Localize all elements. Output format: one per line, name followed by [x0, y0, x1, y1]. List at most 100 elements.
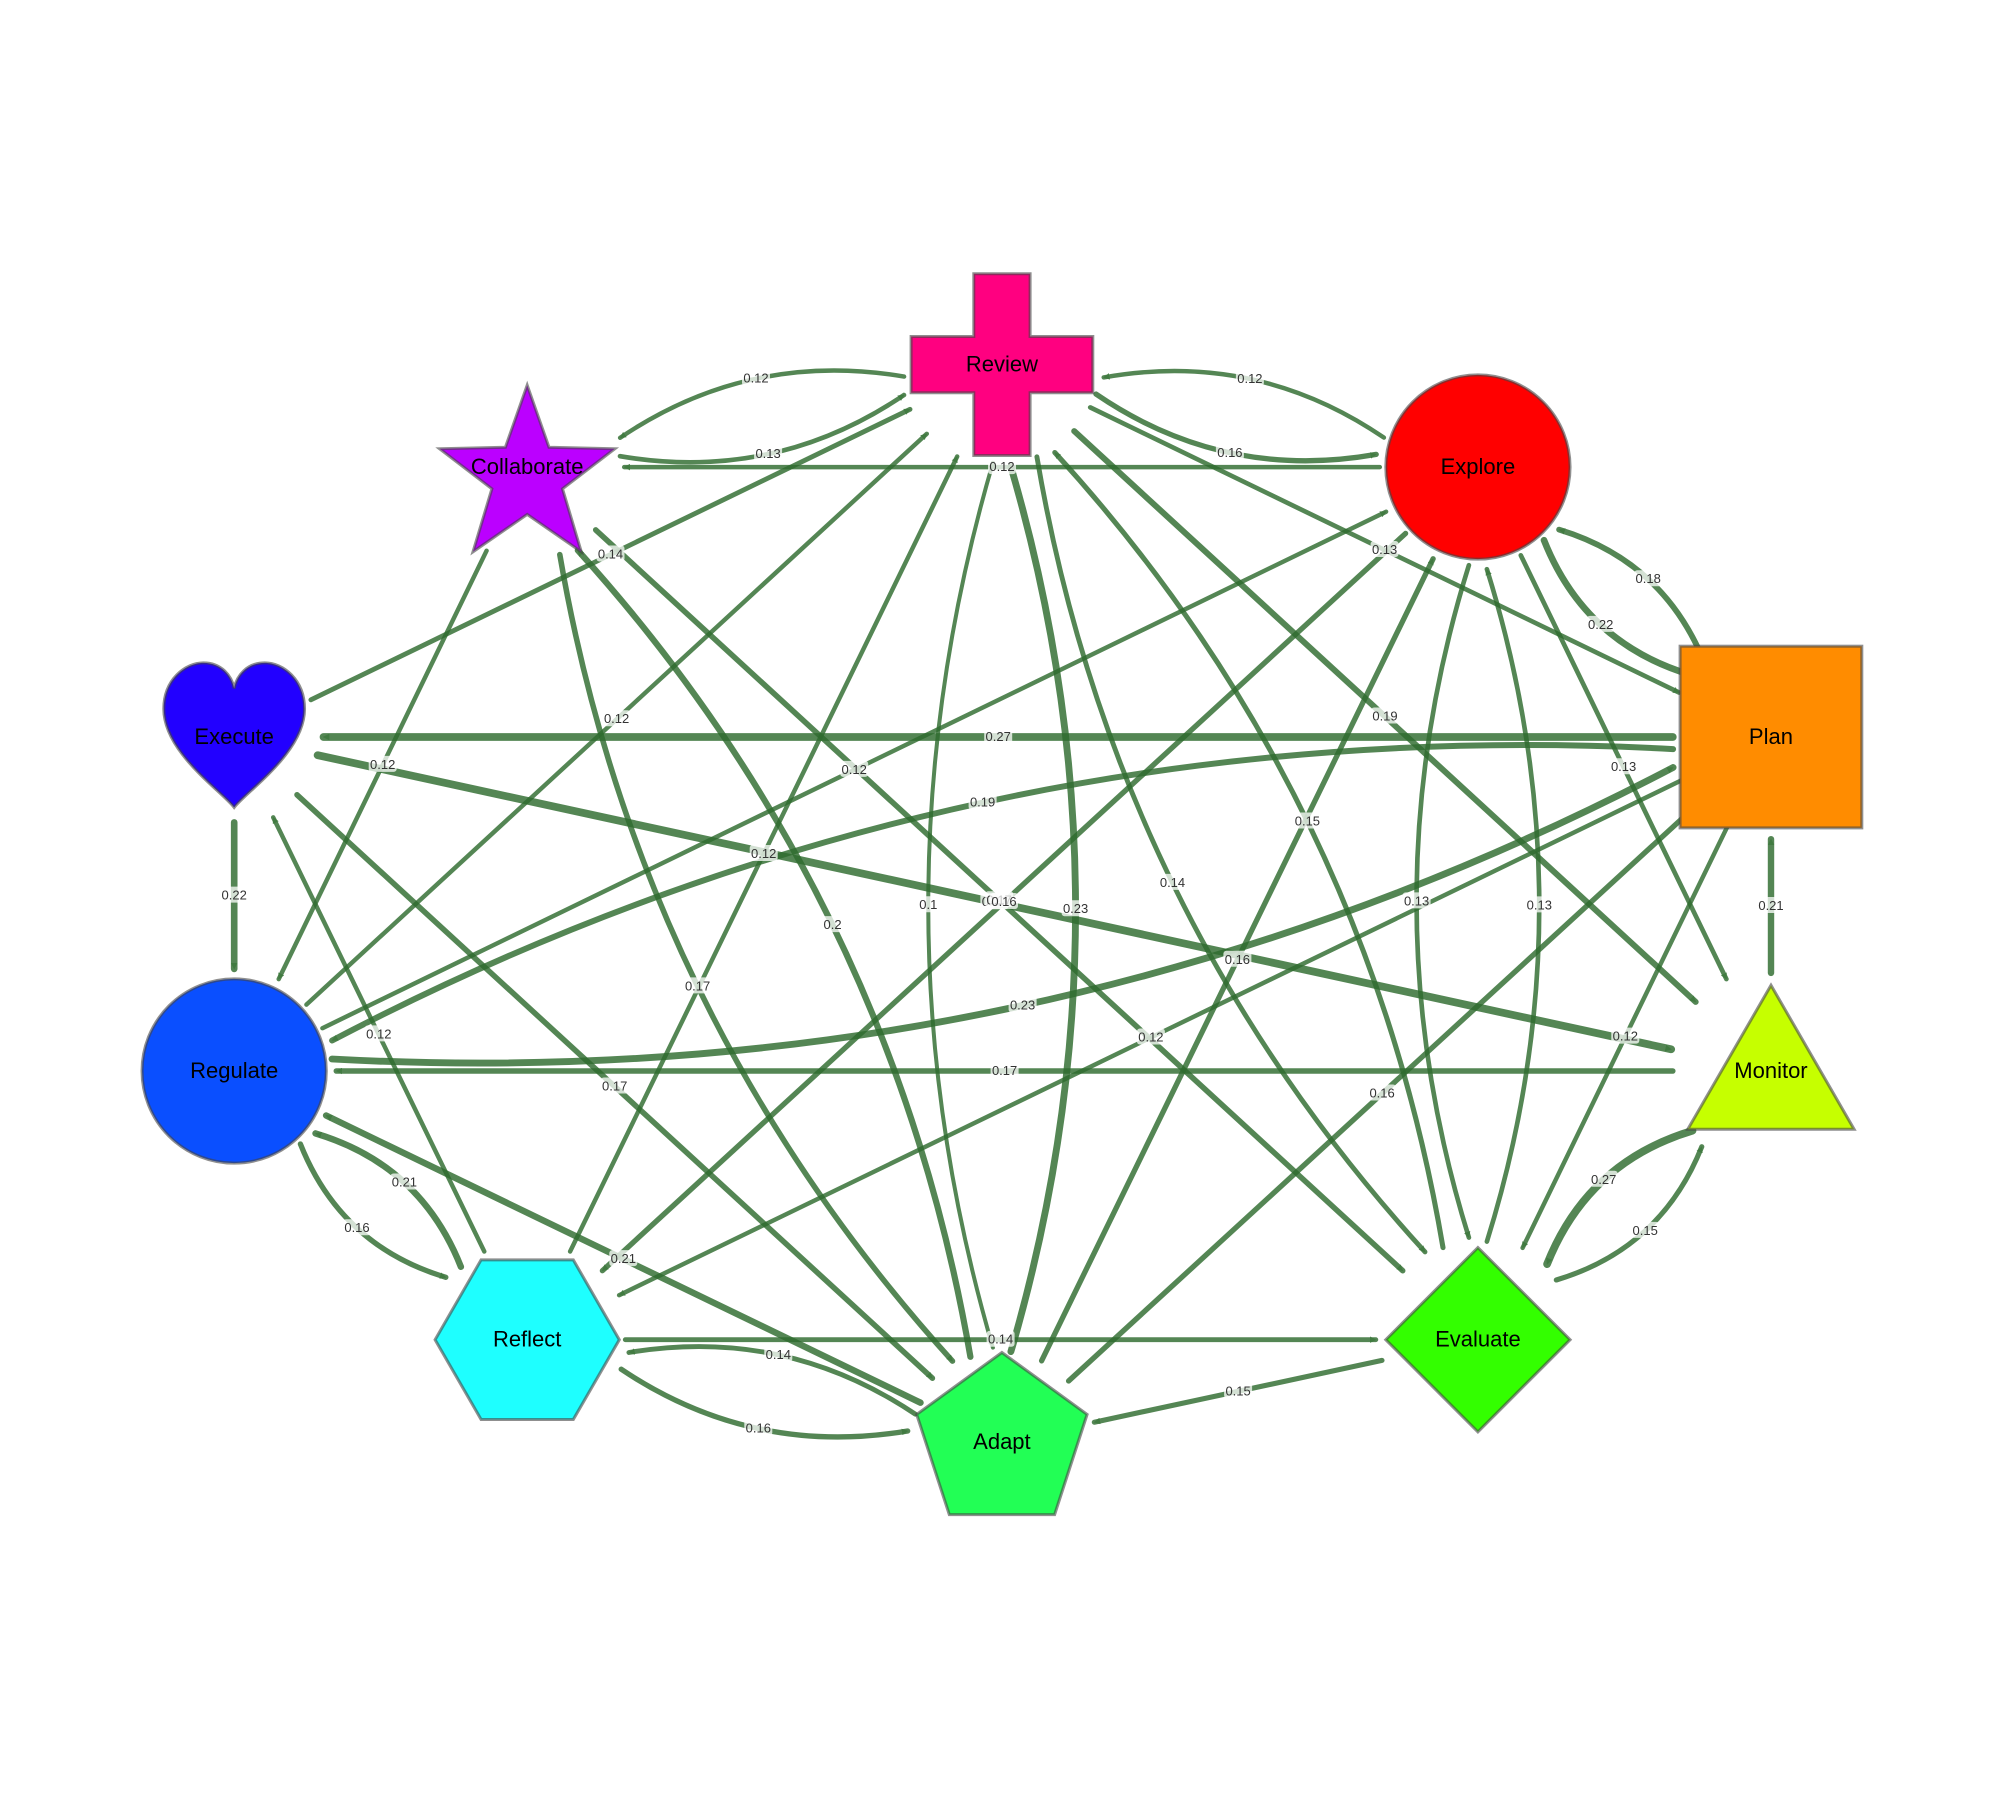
- edge-label-bg-review-to-explore: [1215, 443, 1244, 460]
- node-collaborate: Collaborate: [435, 380, 620, 556]
- edge-label-bg-review-to-collaborate: [742, 369, 770, 386]
- edge-label-review-to-evaluate: 0.14: [1160, 875, 1185, 890]
- edge-reflect-to-regulate: [312, 1130, 465, 1271]
- edge-label-explore-to-collaborate: 0.12: [989, 459, 1014, 474]
- nodes-layer: ReviewExplorePlanMonitorEvaluateAdaptRef…: [140, 272, 1864, 1517]
- node-label-explore: Explore: [1441, 454, 1516, 479]
- edge-label-explore-to-plan: 0.22: [1588, 617, 1613, 632]
- edge-label-reflect-to-evaluate: 0.14: [988, 1332, 1013, 1347]
- edge-label-bg-review-to-adapt: [914, 896, 943, 913]
- node-label-reflect: Reflect: [493, 1327, 561, 1352]
- edge-label-evaluate-to-monitor: 0.15: [1633, 1223, 1658, 1238]
- edge-label-bg-reflect-to-adapt: [744, 1419, 773, 1436]
- node-shape-monitor: [1685, 982, 1857, 1131]
- edge-label-bg-monitor-to-regulate: [990, 1062, 1019, 1078]
- edge-label-evaluate-to-explore: 0.13: [1527, 897, 1552, 912]
- edge-label-bg-execute-to-regulate: [220, 886, 249, 903]
- edge-label-collaborate-to-regulate: 0.12: [370, 757, 395, 772]
- node-plan: Plan: [1678, 644, 1864, 830]
- edge-label-review-to-plan: 0.13: [1372, 542, 1397, 557]
- node-shape-plan: [1678, 644, 1864, 830]
- edge-label-adapt-to-explore: 0.16: [1225, 952, 1250, 967]
- node-label-monitor: Monitor: [1734, 1058, 1807, 1083]
- edge-label-adapt-to-reflect: 0.14: [766, 1347, 791, 1362]
- edge-label-monitor-to-plan: 0.21: [1758, 898, 1783, 913]
- node-reflect: Reflect: [433, 1258, 622, 1421]
- edge-label-execute-to-review: 0.14: [598, 547, 623, 562]
- edge-label-review-to-monitor: 0.19: [1372, 709, 1397, 724]
- node-evaluate: Evaluate: [1383, 1245, 1573, 1435]
- node-regulate: Regulate: [140, 977, 328, 1165]
- edge-label-regulate-to-review: 0.12: [604, 711, 629, 726]
- node-label-plan: Plan: [1749, 724, 1793, 749]
- edge-label-bg-explore-to-reflect: [990, 893, 1018, 909]
- edge-label-review-to-collaborate: 0.12: [743, 371, 768, 386]
- node-label-execute: Execute: [194, 724, 274, 749]
- edge-label-bg-adapt-to-explore: [1223, 950, 1252, 967]
- edge-label-bg-regulate-to-review: [602, 710, 631, 727]
- edge-label-bg-adapt-to-collaborate: [818, 916, 847, 933]
- node-label-review: Review: [966, 352, 1038, 377]
- edge-label-explore-to-evaluate: 0.13: [1404, 893, 1429, 908]
- edge-label-monitor-to-regulate: 0.17: [992, 1063, 1017, 1078]
- edge-explore-to-plan: [1540, 536, 1694, 678]
- node-explore: Explore: [1384, 373, 1572, 561]
- edge-label-adapt-to-regulate: 0.21: [611, 1251, 636, 1266]
- edge-label-bg-explore-to-monitor: [1609, 758, 1638, 775]
- edge-label-regulate-to-plan: 0.23: [1010, 998, 1035, 1013]
- edge-label-regulate-to-reflect: 0.16: [344, 1220, 369, 1235]
- edge-label-collaborate-to-adapt: 0.17: [685, 978, 710, 993]
- edge-label-execute-to-regulate: 0.22: [222, 888, 247, 903]
- edge-label-adapt-to-plan: 0.16: [1369, 1086, 1394, 1101]
- edge-label-bg-review-to-evaluate: [1158, 873, 1187, 890]
- node-shape-review: [909, 272, 1095, 457]
- node-review: Review: [909, 272, 1095, 457]
- edge-label-review-to-adapt: 0.1: [919, 897, 937, 912]
- edge-label-bg-regulate-to-plan: [1008, 996, 1037, 1013]
- edge-label-explore-to-review: 0.12: [1237, 371, 1262, 386]
- edge-label-reflect-to-adapt: 0.16: [746, 1421, 771, 1436]
- edge-label-bg-collaborate-to-review: [754, 445, 783, 462]
- node-shape-execute: [162, 661, 307, 810]
- edge-label-bg-evaluate-to-monitor: [1631, 1221, 1660, 1238]
- edge-label-bg-adapt-to-reflect: [764, 1345, 793, 1362]
- node-shape-evaluate: [1383, 1245, 1573, 1435]
- edge-label-bg-regulate-to-explore: [840, 760, 869, 777]
- edge-label-bg-execute-to-adapt: [600, 1077, 629, 1094]
- node-label-evaluate: Evaluate: [1435, 1327, 1521, 1352]
- edge-label-bg-adapt-to-review: [1061, 900, 1090, 917]
- node-shape-explore: [1384, 373, 1572, 561]
- edge-label-bg-monitor-to-evaluate: [1589, 1170, 1618, 1187]
- edge-label-bg-plan-to-reflect: [1136, 1028, 1165, 1045]
- edge-regulate-to-plan: [328, 764, 1677, 1067]
- edge-label-bg-monitor-to-plan: [1757, 897, 1785, 913]
- node-label-regulate: Regulate: [190, 1058, 278, 1083]
- edge-label-bg-review-to-monitor: [1371, 707, 1399, 724]
- edge-label-reflect-to-execute: 0.12: [366, 1026, 391, 1041]
- node-shape-collaborate: [435, 380, 620, 556]
- edge-label-explore-to-monitor: 0.13: [1611, 759, 1636, 774]
- edge-label-bg-reflect-to-evaluate: [986, 1330, 1015, 1347]
- node-shape-regulate: [140, 977, 328, 1165]
- edge-label-bg-evaluate-to-explore: [1525, 896, 1554, 913]
- edge-label-bg-collaborate-to-regulate: [368, 755, 397, 772]
- edge-label-plan-to-explore: 0.18: [1636, 571, 1661, 586]
- edge-label-plan-to-reflect: 0.12: [1138, 1030, 1163, 1045]
- edge-label-plan-to-execute: 0.27: [986, 729, 1011, 744]
- edge-label-bg-review-to-plan: [1370, 541, 1399, 557]
- node-monitor: Monitor: [1685, 982, 1857, 1131]
- node-shape-reflect: [433, 1258, 622, 1421]
- edge-label-collaborate-to-review: 0.13: [755, 446, 780, 461]
- edge-label-bg-adapt-to-plan: [1368, 1084, 1397, 1101]
- edge-label-bg-explore-to-review: [1235, 369, 1264, 386]
- edge-label-bg-plan-to-execute: [984, 728, 1013, 744]
- edge-label-bg-collaborate-to-adapt: [683, 977, 712, 994]
- edge-labels-layer: 0.13 0.12 0.12 0.16 0.12 0.13 0.19 0.22 0.18 0.13…: [220, 369, 1785, 1436]
- edge-label-review-to-explore: 0.16: [1217, 445, 1242, 460]
- edge-label-bg-evaluate-to-review: [1293, 812, 1322, 829]
- edge-label-bg-explore-to-collaborate: [988, 458, 1016, 475]
- edge-label-bg-reflect-to-review: [749, 845, 778, 861]
- edge-label-plan-to-regulate: 0.19: [970, 795, 995, 810]
- edge-label-bg-plan-to-explore: [1634, 570, 1663, 587]
